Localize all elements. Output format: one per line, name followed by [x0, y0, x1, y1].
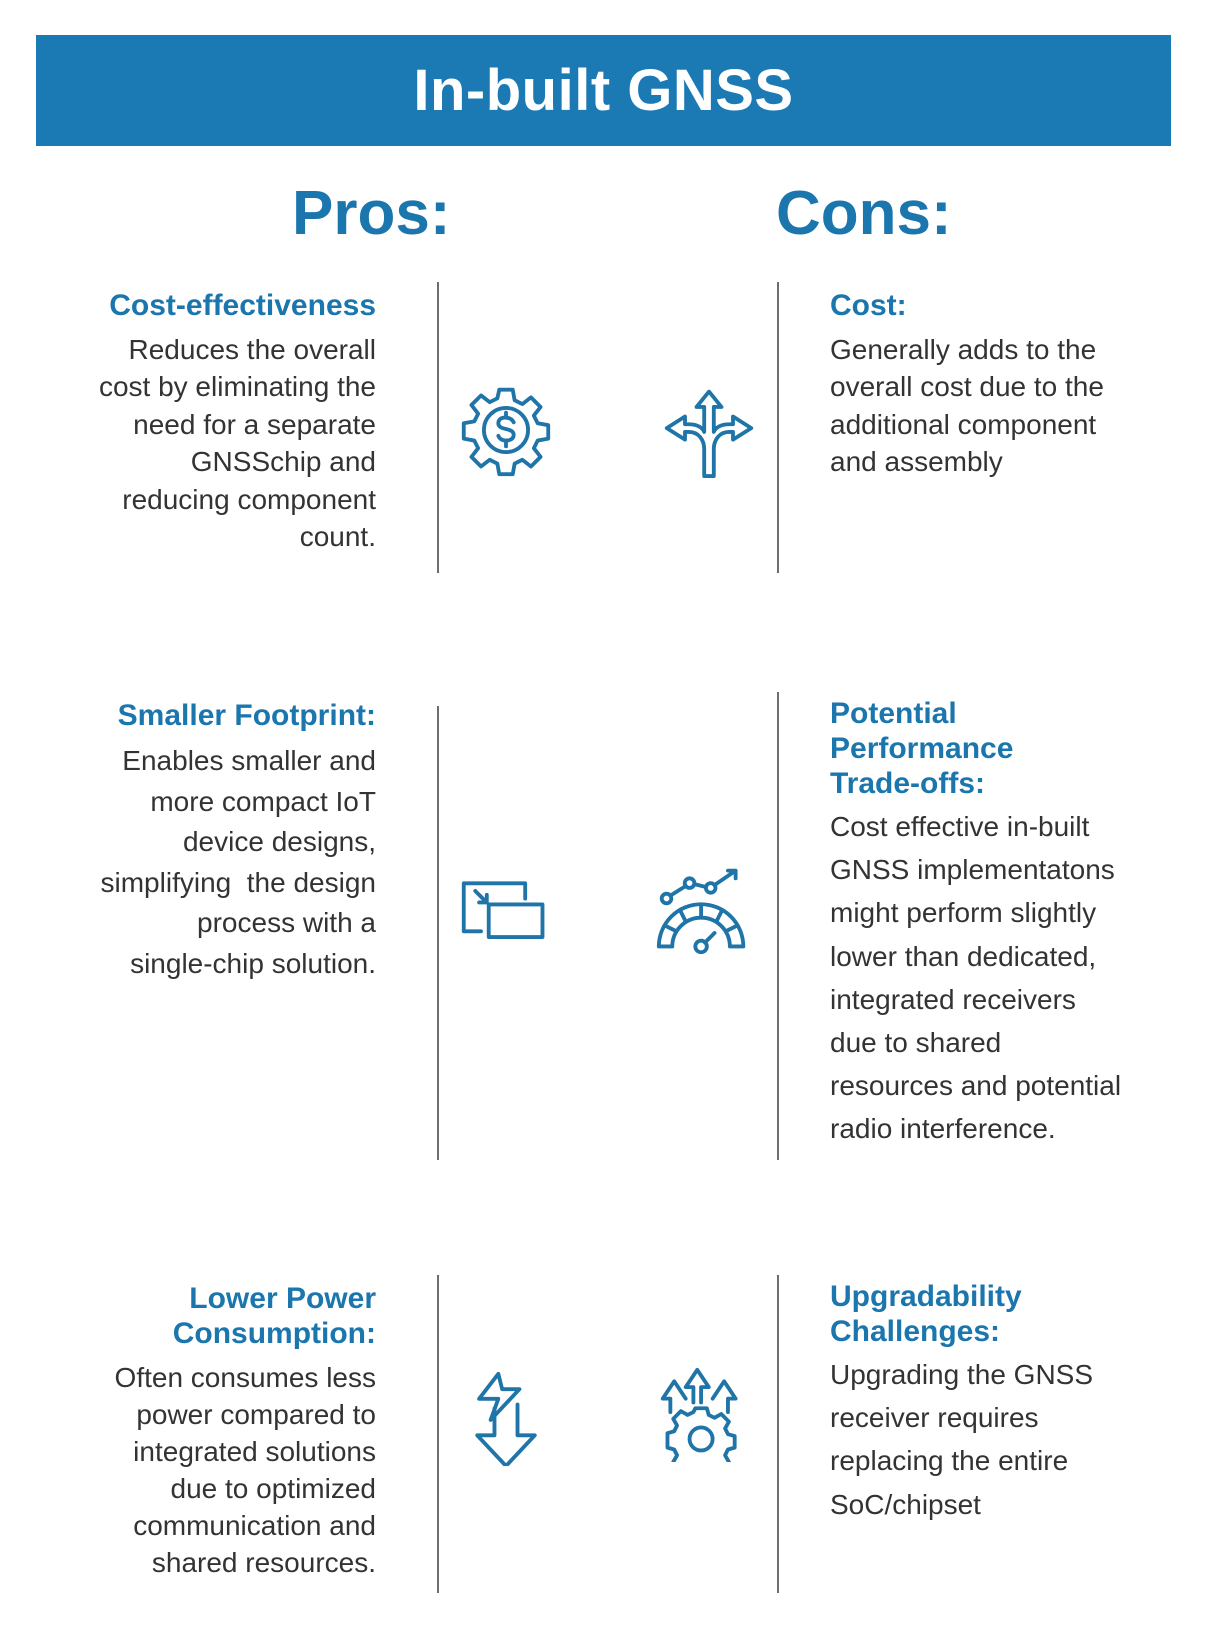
- body-line: radio interference.: [830, 1113, 1056, 1145]
- title-banner: In-built GNSS: [36, 35, 1171, 146]
- body-line: cost by eliminating the: [98, 371, 376, 403]
- body-line: replacing the entire: [830, 1445, 1069, 1477]
- con-body: Upgrading the GNSS receiver requires rep…: [830, 1353, 1190, 1526]
- con-body: Cost effective in-built GNSS implementat…: [830, 805, 1190, 1151]
- con-heading: Upgradability Challenges:: [830, 1279, 1190, 1349]
- body-line: need for a separate: [133, 408, 376, 440]
- shrink-windows-icon: [458, 866, 554, 962]
- lightning-down-arrow-icon: [458, 1370, 554, 1468]
- page-title: In-built GNSS: [413, 58, 794, 123]
- body-line: due to shared: [830, 1027, 1002, 1059]
- body-line: GNSSchip and: [190, 446, 376, 478]
- body-line: additional component: [830, 408, 1097, 440]
- body-line: Generally adds to the: [830, 334, 1097, 365]
- divider: [437, 706, 439, 1160]
- body-line: overall cost due to the: [830, 371, 1104, 403]
- body-line: power compared to: [136, 1399, 376, 1430]
- pro-smaller-footprint: Smaller Footprint: Enables smaller and m…: [46, 698, 376, 984]
- heading-line: Consumption:: [172, 1317, 376, 1350]
- body-line: Cost effective in-built: [830, 811, 1090, 842]
- gear-dollar-icon: [458, 382, 554, 478]
- gauge-trend-icon: [655, 862, 751, 958]
- body-line: device designs,: [182, 826, 376, 857]
- body-line: communication and: [133, 1510, 376, 1541]
- heading-line: Challenges:: [830, 1315, 1001, 1348]
- divider: [777, 1275, 779, 1593]
- gear-up-arrows-icon: [655, 1366, 751, 1478]
- con-cost: Cost: Generally adds to the overall cost…: [830, 288, 1190, 481]
- pros-heading: Pros:: [292, 179, 451, 248]
- body-line: due to optimized: [170, 1473, 376, 1504]
- pro-body: Often consumes less power compared to in…: [46, 1359, 376, 1581]
- body-line: Often consumes less: [114, 1362, 376, 1393]
- divider: [777, 692, 779, 1160]
- body-line: simplifying the design: [100, 866, 376, 898]
- heading-line: Cost:: [830, 289, 907, 322]
- divider: [777, 282, 779, 573]
- body-line: receiver requires: [830, 1402, 1039, 1434]
- body-line: Enables smaller and: [122, 745, 376, 776]
- pro-body: Reduces the overall cost by eliminating …: [46, 331, 376, 555]
- heading-line: Lower Power: [189, 1282, 376, 1315]
- divider: [437, 282, 439, 573]
- divider: [437, 1275, 439, 1593]
- body-line: Reduces the overall: [128, 334, 376, 365]
- pro-lower-power: Lower Power Consumption: Often consumes …: [46, 1281, 376, 1581]
- heading-line: Upgradability: [830, 1280, 1022, 1313]
- con-heading: Potential Performance Trade-offs:: [830, 696, 1190, 801]
- body-line: Upgrading the GNSS: [830, 1359, 1094, 1390]
- body-line: shared resources.: [151, 1547, 376, 1578]
- heading-line: Cost-effectiveness: [109, 289, 376, 322]
- body-line: GNSS implementatons: [830, 854, 1115, 886]
- body-line: more compact IoT: [150, 785, 376, 817]
- con-performance-tradeoffs: Potential Performance Trade-offs: Cost e…: [830, 696, 1190, 1151]
- body-line: lower than dedicated,: [830, 940, 1097, 972]
- body-line: reducing component: [122, 483, 376, 515]
- body-line: integrated receivers: [830, 983, 1076, 1015]
- body-line: SoC/chipset: [830, 1488, 981, 1520]
- body-line: single-chip solution.: [130, 947, 376, 979]
- con-upgradability: Upgradability Challenges: Upgrading the …: [830, 1279, 1190, 1526]
- body-line: might perform slightly: [830, 897, 1097, 929]
- pro-heading: Smaller Footprint:: [46, 698, 376, 733]
- heading-line: Potential: [830, 697, 957, 730]
- heading-line: Smaller Footprint:: [117, 699, 376, 732]
- heading-line: Trade-offs:: [830, 767, 986, 800]
- con-body: Generally adds to the overall cost due t…: [830, 331, 1190, 481]
- heading-line: Performance: [830, 732, 1014, 765]
- body-line: process with a: [197, 907, 376, 938]
- body-line: and assembly: [830, 446, 1003, 478]
- body-line: resources and potential: [830, 1070, 1122, 1102]
- pro-body: Enables smaller and more compact IoT dev…: [46, 741, 376, 984]
- pro-cost-effectiveness: Cost-effectiveness Reduces the overall c…: [46, 288, 376, 555]
- pro-heading: Lower Power Consumption:: [46, 1281, 376, 1351]
- body-line: count.: [299, 521, 376, 553]
- cons-heading: Cons:: [776, 179, 952, 248]
- body-line: integrated solutions: [133, 1436, 376, 1467]
- con-heading: Cost:: [830, 288, 1190, 323]
- split-arrows-icon: [661, 382, 757, 478]
- pro-heading: Cost-effectiveness: [46, 288, 376, 323]
